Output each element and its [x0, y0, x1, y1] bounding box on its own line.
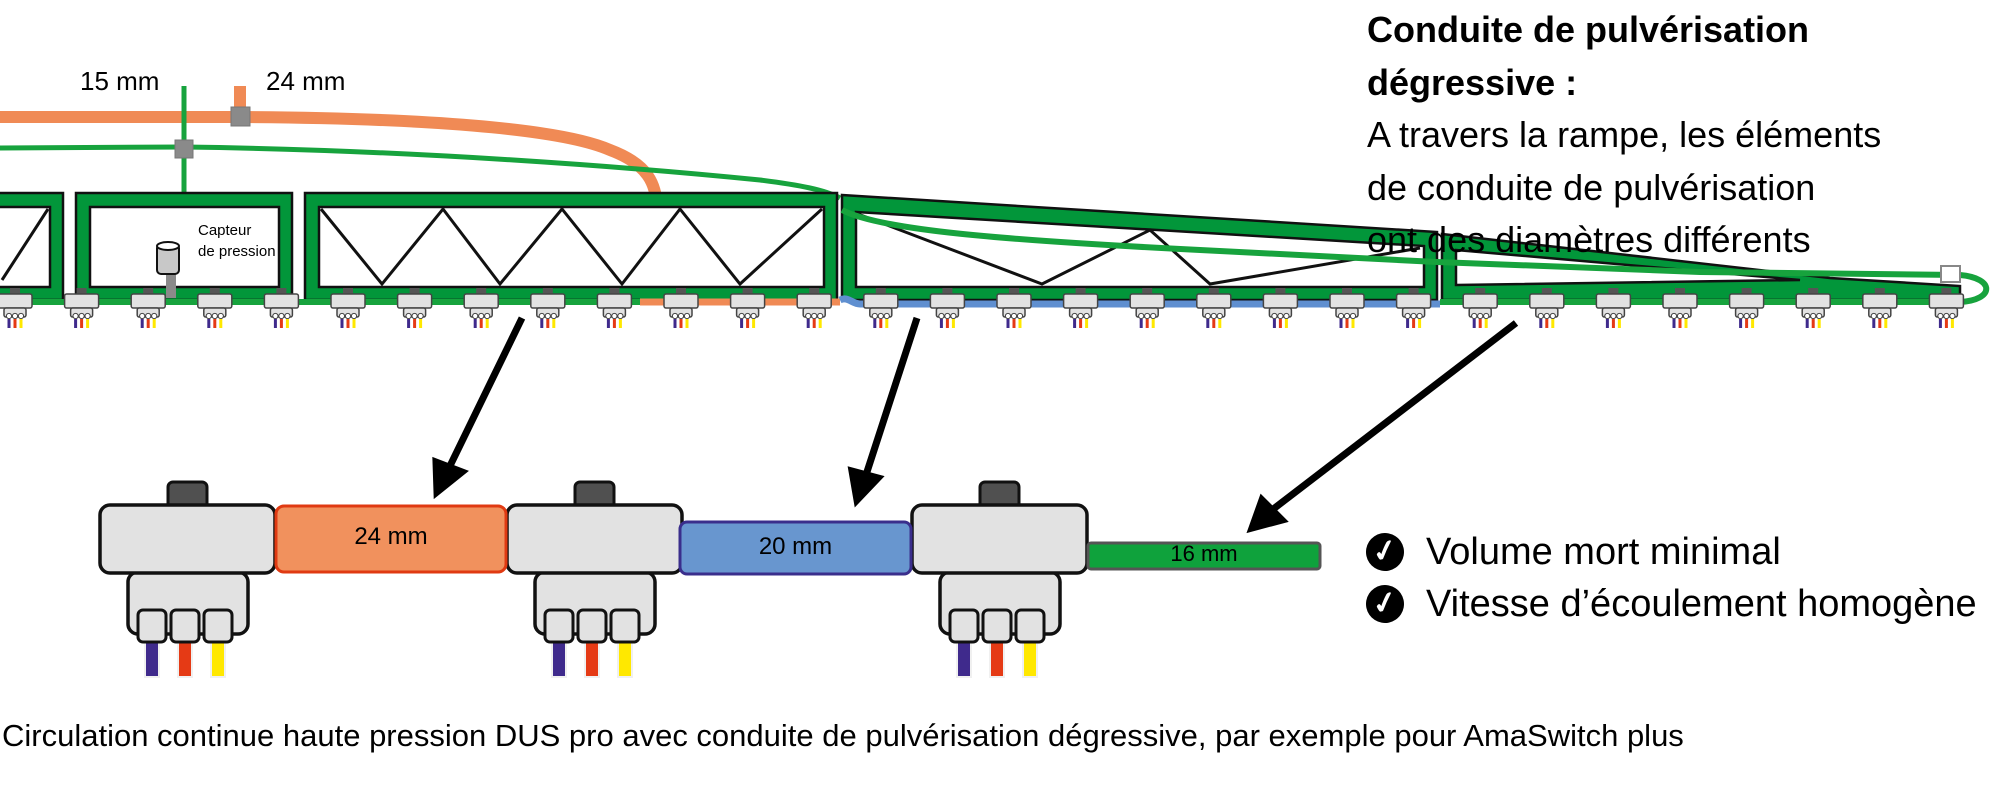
boom-nozzles — [0, 288, 1965, 328]
benefits-list: ✓ Volume mort minimal ✓ Vitesse d’écoule… — [1362, 526, 1977, 630]
boom-nozzle — [596, 288, 633, 328]
callout-arrows — [432, 316, 1519, 534]
figure-caption: Circulation continue haute pression DUS … — [2, 718, 1684, 753]
boom-nozzle — [396, 288, 433, 328]
boom-nozzle — [729, 288, 766, 328]
pressure-sensor-icon — [156, 241, 180, 298]
detail-nozzle — [505, 480, 684, 678]
arrow-green-line — [1269, 320, 1519, 513]
description-line: A travers la rampe, les éléments — [1367, 114, 1882, 155]
boom-nozzle — [796, 288, 832, 328]
detail-pipe-16mm — [1086, 541, 1322, 571]
detail-nozzle — [98, 480, 277, 678]
boom-nozzle — [463, 288, 499, 328]
orange-junction — [230, 106, 251, 127]
arrow-blue-line — [861, 316, 921, 480]
pressure-sensor-label: Capteur de pression — [198, 220, 276, 262]
boom-nozzle — [1529, 288, 1565, 328]
arrow-orange-head — [432, 456, 469, 500]
boom-nozzle — [63, 288, 100, 328]
green-return-pipe — [840, 207, 1990, 305]
description-line: ont des diamètres différents — [1367, 219, 1811, 260]
boom-nozzle — [1196, 288, 1232, 328]
pressure-sensor-label-line1: Capteur — [198, 222, 252, 239]
boom-nozzle — [1462, 288, 1498, 328]
pressure-junction — [174, 139, 194, 159]
detail-pipe-20mm — [678, 520, 913, 576]
boom-nozzle — [530, 288, 566, 328]
description-block: Conduite de pulvérisation dégressive : A… — [1367, 4, 2000, 267]
tip-valve — [1940, 265, 1961, 283]
boom-nozzle — [0, 288, 33, 328]
boom-nozzle — [1662, 288, 1698, 328]
detail-view — [98, 480, 1322, 678]
boom-nozzle — [1928, 288, 1965, 328]
boom-nozzle — [130, 288, 166, 328]
boom-nozzle — [1395, 288, 1432, 328]
boom-nozzle — [330, 288, 366, 328]
detail-pipe-16mm-label: 16 mm — [1170, 541, 1238, 566]
boom-nozzle — [1728, 288, 1765, 328]
boom-nozzle — [263, 288, 300, 328]
boom-nozzle — [1329, 288, 1365, 328]
benefit-text: Vitesse d’écoulement homogène — [1426, 583, 1977, 625]
description-line: de conduite de pulvérisation — [1367, 166, 1816, 208]
arrow-orange-line — [444, 316, 526, 472]
description-heading: Conduite de pulvérisation dégressive : — [1367, 9, 1810, 103]
check-circle-icon: ✓ — [1362, 581, 1408, 627]
boom-nozzle — [863, 288, 899, 328]
detail-pipe-24mm-label: 24 mm — [354, 523, 428, 550]
detail-pipe-24mm — [274, 504, 508, 574]
detail-nozzle — [910, 480, 1089, 678]
boom-nozzle — [1129, 288, 1165, 328]
green-supply-pipe — [0, 144, 842, 201]
boom-nozzle — [1595, 288, 1632, 328]
boom-nozzle — [1862, 288, 1898, 328]
branch-label-15mm: 15 mm — [80, 66, 160, 96]
branch-label-24mm: 24 mm — [266, 66, 346, 96]
boom-nozzle — [197, 288, 233, 328]
benefit-item: ✓ Volume mort minimal — [1362, 526, 1977, 578]
arrow-blue-head — [847, 466, 885, 508]
benefit-text: Volume mort minimal — [1426, 531, 1781, 573]
boom-nozzle — [663, 288, 699, 328]
detail-pipe-20mm-label: 20 mm — [758, 533, 833, 560]
arrow-green-head — [1246, 493, 1289, 534]
boom-truss — [0, 206, 1421, 287]
boom-nozzle — [1062, 288, 1099, 328]
boom-nozzle — [1795, 288, 1831, 328]
boom-nozzle — [929, 288, 966, 328]
check-circle-icon: ✓ — [1362, 529, 1408, 575]
boom-nozzle — [996, 288, 1032, 328]
spray-line-blue — [838, 295, 1440, 308]
boom-nozzle — [1262, 288, 1299, 328]
pressure-sensor-label-line2: de pression — [198, 243, 276, 260]
benefit-item: ✓ Vitesse d’écoulement homogène — [1362, 578, 1977, 630]
orange-supply-pipe — [0, 111, 666, 288]
